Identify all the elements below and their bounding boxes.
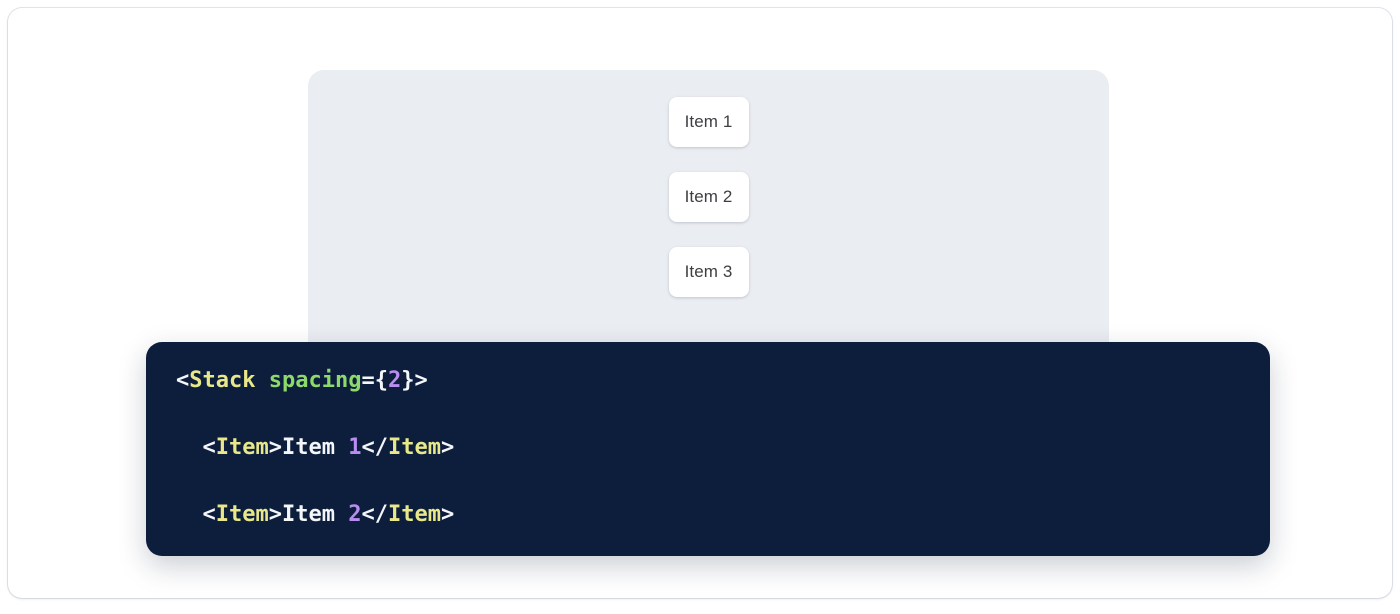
code-token-punc: > [268,435,282,460]
code-token-punc: < [202,435,216,460]
code-token-punc: > [268,502,282,527]
code-token-punc: ={ [361,368,388,393]
code-line: <Stack spacing={2}> [176,364,1240,398]
code-line: <Item>Item 2</Item> [176,498,1240,532]
code-token-punc: </ [361,502,388,527]
stack-item[interactable]: Item 2 [668,172,749,222]
code-token-tag: Stack [189,368,256,393]
code-token-tag: Item [387,502,441,527]
code-token-text [255,368,268,393]
code-token-punc: </ [361,435,388,460]
code-token-punc: }> [401,368,428,393]
code-token-punc: > [440,435,455,460]
code-snippet-panel[interactable]: <Stack spacing={2}> <Item>Item 1</Item> … [146,342,1270,556]
code-line: <Item>Item 1</Item> [176,431,1240,465]
stack-item-label: Item 1 [684,112,733,131]
code-token-tag: Item [387,435,441,460]
code-token-num: 2 [348,502,362,527]
component-preview-panel: Item 1 Item 2 Item 3 [308,70,1109,342]
code-token-tag: Item [215,502,269,527]
code-token-punc: < [202,502,216,527]
stack-item[interactable]: Item 1 [668,97,749,147]
code-token-attr: spacing [268,368,362,393]
stack-item-label: Item 3 [684,262,733,281]
stack-container: Item 1 Item 2 Item 3 [668,97,749,297]
code-token-punc: < [176,368,190,393]
code-token-tag: Item [215,435,269,460]
code-token-num: 2 [387,368,402,393]
code-token-punc: > [440,502,455,527]
code-token-text: Item [281,502,349,527]
code-token-num: 1 [348,435,362,460]
stack-item-label: Item 2 [684,187,733,206]
code-token-text: Item [281,435,349,460]
stack-item[interactable]: Item 3 [668,247,749,297]
code-block[interactable]: <Stack spacing={2}> <Item>Item 1</Item> … [176,364,1240,556]
